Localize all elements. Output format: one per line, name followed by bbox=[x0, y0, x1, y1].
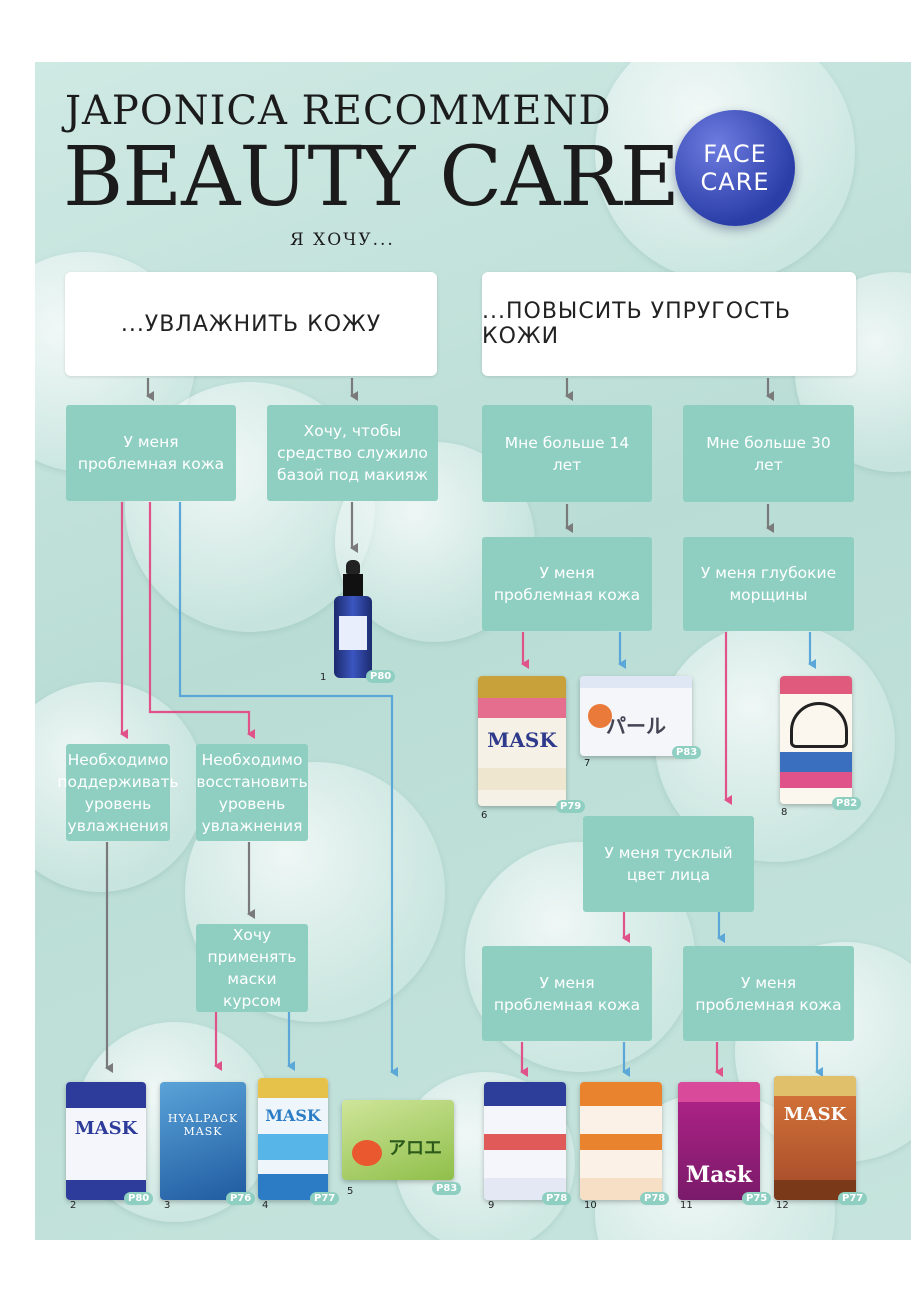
product-mask-pack: Mask bbox=[678, 1082, 760, 1200]
product-label: パール bbox=[606, 714, 666, 738]
product-mask-pack: パール bbox=[580, 676, 692, 756]
product-page-ref: P80 bbox=[124, 1192, 154, 1205]
header-line-1: JAPONICA RECOMMEND bbox=[65, 88, 612, 134]
product-page-ref: P78 bbox=[640, 1192, 670, 1205]
node-problem-skin-2: У меня проблемная кожа bbox=[482, 537, 652, 631]
node-problem-skin-3: У меня проблемная кожа bbox=[482, 946, 652, 1041]
header-line-2: BEAUTY CARE bbox=[63, 130, 680, 225]
product-page-ref: P77 bbox=[838, 1192, 868, 1205]
product-mask-pack: MASK bbox=[774, 1076, 856, 1200]
product-page-ref: P77 bbox=[310, 1192, 340, 1205]
node-problem-skin-1: У меня проблемная кожа bbox=[66, 405, 236, 501]
product-page-ref: P83 bbox=[672, 746, 702, 759]
product-number: 10 bbox=[584, 1200, 597, 1211]
product-serum-bottle bbox=[332, 560, 374, 680]
node-deep-wrinkles: У меня глубокие морщины bbox=[683, 537, 854, 631]
product-mask-pack: MASK bbox=[258, 1078, 328, 1200]
arrow-pink bbox=[148, 502, 255, 739]
goal-moisturize: ...УВЛАЖНИТЬ КОЖУ bbox=[65, 272, 437, 376]
product-label: アロエ bbox=[388, 1138, 442, 1159]
product-number: 2 bbox=[70, 1200, 77, 1211]
product-number: 3 bbox=[164, 1200, 171, 1211]
product-mask-pack bbox=[484, 1082, 566, 1200]
product-page-ref: P80 bbox=[366, 670, 396, 683]
node-restore-moisture: Необходимо восстановить уровень увлажнен… bbox=[196, 744, 308, 841]
product-number: 11 bbox=[680, 1200, 693, 1211]
product-number: 1 bbox=[320, 672, 327, 683]
face-care-badge: FACE CARE bbox=[675, 110, 795, 226]
product-page-ref: P76 bbox=[226, 1192, 256, 1205]
node-dull-complexion: У меня тусклый цвет лица bbox=[583, 816, 754, 912]
node-course-masks: Хочу применять маски курсом bbox=[196, 924, 308, 1012]
product-label: Mask bbox=[685, 1162, 753, 1188]
badge-line-1: FACE bbox=[703, 140, 767, 168]
node-problem-skin-4: У меня проблемная кожа bbox=[683, 946, 854, 1041]
product-number: 9 bbox=[488, 1200, 495, 1211]
product-number: 4 bbox=[262, 1200, 269, 1211]
product-page-ref: P82 bbox=[832, 797, 862, 810]
product-number: 5 bbox=[347, 1186, 354, 1197]
product-number: 6 bbox=[481, 810, 488, 821]
product-mask-pack: MASK bbox=[66, 1082, 146, 1200]
node-maintain-moisture: Необходимо поддерживать уровень увлажнен… bbox=[57, 744, 179, 841]
goal-elasticity: ...ПОВЫСИТЬ УПРУГОСТЬ КОЖИ bbox=[482, 272, 856, 376]
product-mask-pack bbox=[580, 1082, 662, 1200]
node-makeup-base: Хочу, чтобы средство служило базой под м… bbox=[267, 405, 438, 501]
product-page-ref: P78 bbox=[542, 1192, 572, 1205]
product-mask-pack: アロエ bbox=[342, 1100, 454, 1180]
header-subtitle: Я ХОЧУ... bbox=[290, 230, 395, 250]
product-page-ref: P75 bbox=[742, 1192, 772, 1205]
product-label: MASK bbox=[74, 1118, 138, 1139]
product-label: MASK bbox=[487, 728, 557, 752]
product-mask-pack: MASK bbox=[478, 676, 566, 806]
product-label: MASK bbox=[265, 1106, 321, 1125]
product-mask-box: HYALPACK MASK bbox=[160, 1082, 246, 1200]
node-over-30: Мне больше 30 лет bbox=[683, 405, 854, 502]
badge-line-2: CARE bbox=[700, 168, 770, 196]
product-page-ref: P79 bbox=[556, 800, 586, 813]
product-number: 12 bbox=[776, 1200, 789, 1211]
arrow-blue bbox=[178, 502, 398, 1077]
product-label: MASK bbox=[783, 1104, 847, 1125]
product-number: 7 bbox=[584, 758, 591, 769]
product-mask-pack bbox=[780, 676, 852, 804]
product-number: 8 bbox=[781, 807, 788, 818]
node-over-14: Мне больше 14 лет bbox=[482, 405, 652, 502]
product-label: HYALPACK MASK bbox=[167, 1112, 239, 1138]
product-page-ref: P83 bbox=[432, 1182, 462, 1195]
